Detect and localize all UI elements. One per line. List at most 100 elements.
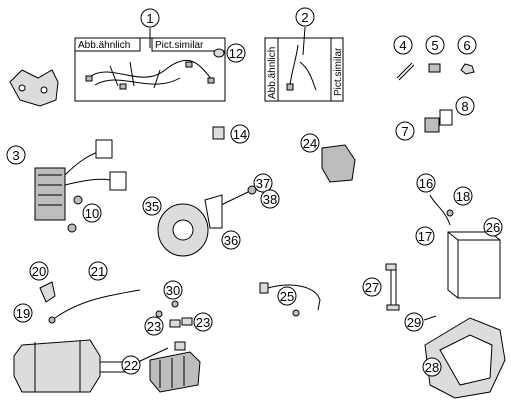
callout-4: 4 — [399, 38, 406, 53]
callout-10-circle — [82, 203, 102, 223]
screw-part — [67, 223, 77, 233]
callout-20: 20 — [32, 264, 46, 279]
callout-29-circle — [404, 312, 424, 332]
callout-30-circle — [163, 280, 183, 300]
harness-sub-group: Abb.ähnlich Pict.similar 2 — [264, 7, 344, 102]
horn-group: 37 38 35 36 — [142, 173, 280, 257]
callout-29: 29 — [407, 315, 421, 330]
screw-part — [73, 195, 83, 205]
callout-24: 24 — [303, 136, 317, 151]
harness-main-caption-right: Pict.similar — [155, 40, 204, 51]
part-27-group: 27 — [362, 263, 400, 311]
fuse-cover-part — [169, 319, 181, 328]
harness-main-connector — [119, 83, 127, 90]
harness-sub-connector — [286, 83, 294, 91]
callout-10: 10 — [85, 206, 99, 221]
harness-main-connector — [207, 77, 215, 84]
harness-main-connector — [85, 75, 93, 82]
callout-5: 5 — [431, 38, 438, 53]
callout-20-circle — [29, 261, 49, 281]
part-10-group: 10 — [67, 195, 102, 233]
callout-22: 22 — [124, 358, 138, 373]
callout-5-circle — [425, 35, 445, 55]
callout-27: 27 — [365, 280, 379, 295]
callout-2: 2 — [301, 10, 308, 25]
callout-35-circle — [142, 196, 162, 216]
horn-bracket — [204, 194, 223, 229]
callout-36-circle — [221, 230, 241, 250]
harness-sub-caption-right: Pict.similar — [333, 47, 344, 96]
callout-1: 1 — [146, 11, 153, 26]
callout-14: 14 — [233, 127, 247, 142]
callout-23a: 23 — [147, 319, 161, 334]
callout-2-circle — [295, 7, 315, 27]
bolt-part — [446, 209, 454, 217]
callout-23b: 23 — [196, 315, 210, 330]
fusebox-group: 30 23 23 22 — [121, 280, 213, 393]
callout-4-circle — [393, 35, 413, 55]
callout-8-circle — [455, 96, 475, 116]
strap-buckle — [386, 304, 400, 311]
callout-12: 12 — [229, 46, 243, 61]
cap-part — [39, 281, 56, 303]
starter-motor-group — [13, 339, 129, 393]
callout-16: 16 — [419, 176, 433, 191]
callout-23b-circle — [193, 312, 213, 332]
regulator-connector — [109, 171, 127, 191]
callout-17: 17 — [418, 229, 432, 244]
part-12-group: 12 — [213, 43, 246, 63]
callout-19-circle — [13, 303, 33, 323]
callout-6-circle — [457, 35, 477, 55]
strap-part — [390, 270, 397, 305]
callout-18: 18 — [456, 189, 470, 204]
holder-part — [460, 63, 475, 75]
leader-22 — [137, 347, 169, 363]
strap-hook — [385, 263, 397, 271]
harness-main-wire — [87, 59, 213, 81]
callout-35: 35 — [145, 199, 159, 214]
terminal-part — [48, 316, 56, 324]
screw-part — [171, 300, 179, 308]
callout-16-circle — [416, 173, 436, 193]
harness-main-wire — [94, 77, 181, 86]
plate-part — [439, 109, 453, 126]
callout-19: 19 — [16, 306, 30, 321]
callout-23a-circle — [144, 316, 164, 336]
cable-21-group: 20 21 19 — [13, 261, 141, 324]
cable-terminal — [259, 282, 269, 294]
regulator-connector — [95, 139, 113, 159]
bracket-top-left — [9, 69, 59, 107]
mounting-bracket — [9, 69, 59, 107]
starter-motor-part — [13, 339, 101, 393]
callout-3-circle — [6, 145, 26, 165]
callout-1-circle — [140, 8, 160, 28]
callout-24-circle — [300, 133, 320, 153]
harness-sub-wire — [289, 44, 317, 91]
callout-38: 38 — [263, 192, 277, 207]
callout-21-circle — [88, 261, 108, 281]
callout-38-circle — [260, 189, 280, 209]
harness-sub-caption-left: Abb.ähnlich — [267, 47, 278, 99]
callout-37: 37 — [256, 176, 270, 191]
harness-main-group: Abb.ähnlich Pict.similar 1 — [74, 8, 226, 102]
regulator-part — [34, 167, 66, 221]
harness-main-connector — [185, 61, 193, 68]
callout-3: 3 — [12, 148, 19, 163]
nut-part — [247, 185, 257, 195]
callout-21: 21 — [91, 264, 105, 279]
part-24-group: 24 — [300, 133, 356, 183]
leader-2 — [302, 26, 306, 56]
battery-cable — [429, 194, 451, 226]
callout-25-circle — [277, 286, 297, 306]
harness-sub-caption-right-frame — [330, 37, 344, 102]
callout-26: 26 — [486, 220, 500, 235]
callout-36: 36 — [224, 233, 238, 248]
callout-27-circle — [362, 277, 382, 297]
parts-4-5-6-group: 4 5 6 — [393, 35, 477, 81]
callout-12-circle — [226, 43, 246, 63]
part-14-group: 14 — [212, 124, 250, 144]
clip-part — [428, 63, 441, 73]
battery-part — [447, 231, 501, 299]
